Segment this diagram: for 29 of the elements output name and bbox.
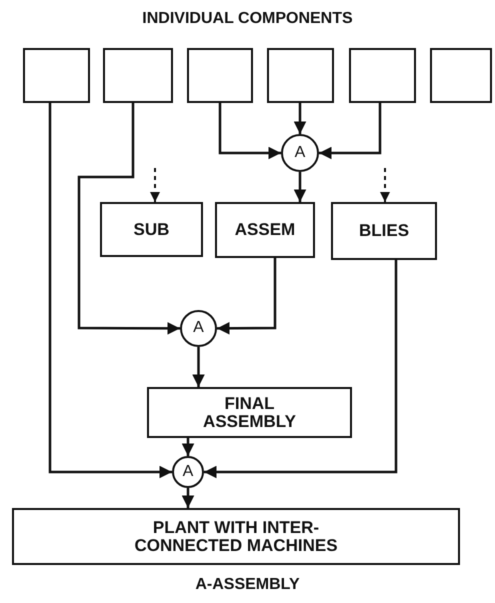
diagram-title: INDIVIDUAL COMPONENTS bbox=[142, 10, 353, 27]
process-box: SUB bbox=[100, 202, 203, 257]
component-box bbox=[349, 48, 416, 103]
component-box bbox=[267, 48, 334, 103]
arrow bbox=[319, 103, 382, 160]
arrow bbox=[150, 168, 160, 202]
arrow bbox=[294, 172, 306, 202]
arrow bbox=[78, 103, 180, 335]
arrow bbox=[380, 168, 390, 202]
arrow bbox=[192, 347, 205, 387]
arrow bbox=[217, 258, 276, 335]
component-box bbox=[23, 48, 90, 103]
arrow bbox=[182, 438, 194, 456]
component-box bbox=[187, 48, 253, 103]
component-box bbox=[430, 48, 492, 103]
assembly-circle: A bbox=[281, 134, 319, 172]
process-box: ASSEM bbox=[215, 202, 315, 258]
arrow bbox=[48, 103, 172, 478]
assembly-circle: A bbox=[180, 310, 217, 347]
process-box: PLANT WITH INTER- CONNECTED MACHINES bbox=[12, 508, 460, 565]
assembly-circle: A bbox=[172, 456, 204, 488]
arrow bbox=[182, 488, 194, 508]
arrow bbox=[294, 103, 306, 134]
process-box: BLIES bbox=[331, 202, 437, 260]
arrow bbox=[218, 103, 281, 160]
diagram-caption: A-ASSEMBLY bbox=[195, 576, 300, 593]
process-box: FINAL ASSEMBLY bbox=[147, 387, 352, 438]
component-box bbox=[103, 48, 173, 103]
arrow bbox=[204, 260, 398, 478]
